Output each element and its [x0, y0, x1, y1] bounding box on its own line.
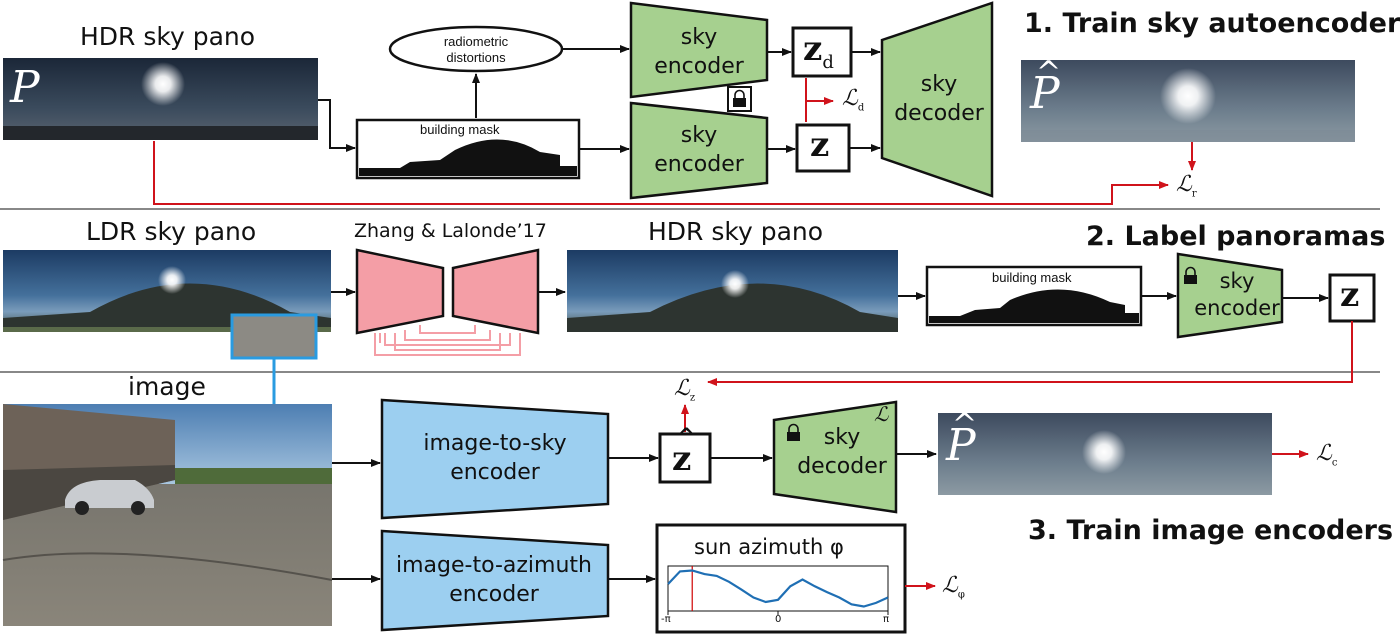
azimuth-plot-marks	[667, 566, 889, 615]
sky-encoder-top	[629, 1, 769, 99]
hdr-sky-pano-label-1: HDR sky pano	[80, 22, 256, 51]
predicted-pano	[938, 413, 1272, 495]
image-to-azimuth-encoder	[380, 529, 610, 632]
sky-decoder	[880, 1, 994, 198]
z-label-latent: z	[1340, 275, 1360, 315]
image-label: image	[128, 372, 206, 401]
P-hat-caret: ^	[1036, 55, 1062, 90]
z-hat-box	[658, 432, 712, 484]
azimuth-tick-right: π	[883, 614, 890, 625]
loss-c: ℒc	[1316, 441, 1338, 469]
lock-icon	[1184, 266, 1197, 284]
sky-encoder-bottom-label: sky encoder	[654, 123, 744, 177]
loss-arrows-section-3	[681, 404, 1309, 590]
radiometric-distortions-label: radiometric distortions	[443, 34, 509, 65]
loss-z: ℒz	[674, 376, 696, 404]
hdr-pano-output	[567, 250, 898, 332]
sky-encoder-label	[1176, 252, 1284, 339]
arrows-section-3	[332, 450, 937, 583]
decoder-corner-symbol: ℒ	[874, 402, 889, 426]
arrows-section-2	[331, 288, 1329, 302]
building-mask-2	[925, 265, 1143, 327]
image-to-sky-encoder	[380, 398, 610, 520]
z-hat-caret: ^	[677, 424, 696, 450]
sky-decoder-2	[772, 400, 898, 514]
azimuth-series-line-0	[667, 569, 889, 608]
section-1-title: 1. Train sky autoencoder	[1024, 8, 1400, 39]
hdr-sky-pano-label-2: HDR sky pano	[648, 217, 824, 246]
lock-icon	[787, 423, 800, 441]
P-hat-caret-2: ^	[952, 407, 978, 442]
section-2-title: 2. Label panoramas	[1086, 221, 1386, 252]
loss-phi: ℒφ	[942, 573, 965, 601]
zhang-lalonde-label: Zhang & Lalonde’17	[354, 220, 547, 242]
P-label: P	[10, 62, 40, 113]
P-hat-label: P	[1030, 68, 1060, 119]
sky-decoder-label: sky decoder	[894, 72, 984, 126]
azimuth-plot-frame	[655, 523, 907, 634]
ldr-sky-pano-label: LDR sky pano	[86, 217, 257, 246]
z-label-loss-arrow	[707, 321, 1353, 386]
image-crop-highlight	[230, 313, 318, 360]
P-hat-label-2: P	[946, 420, 976, 471]
image-to-azimuth-label: image-to-azimuth encoder	[396, 553, 592, 607]
arrows-section-1	[318, 45, 881, 153]
azimuth-plot-title: sun azimuth φ	[694, 535, 844, 559]
sky-decoder-2-label: sky decoder	[797, 425, 887, 479]
image-to-sky-label: image-to-sky encoder	[423, 431, 567, 485]
z-label-box	[1328, 273, 1376, 323]
azimuth-tick-mid: 0	[775, 614, 782, 625]
z-hat-latent: z	[672, 439, 692, 479]
sky-encoder-top-label: sky encoder	[654, 25, 744, 79]
input-image	[2, 404, 333, 626]
z-box	[795, 123, 851, 173]
loss-r: ℒr	[1176, 172, 1197, 200]
building-mask-label-2: building mask	[992, 270, 1072, 285]
radiometric-ellipse	[388, 25, 564, 73]
building-mask-1	[355, 118, 581, 180]
lock-icon	[727, 86, 752, 112]
sky-encoder-label-net: sky encoder	[1194, 269, 1280, 321]
azimuth-tick-left: -π	[661, 614, 671, 625]
building-mask-label-1: building mask	[420, 122, 500, 137]
z-latent: z	[810, 125, 830, 165]
sky-encoder-bottom	[629, 101, 769, 200]
zhang-lalonde-network	[355, 248, 540, 356]
reconstructed-pano	[1021, 60, 1355, 142]
section-3-title: 3. Train image encoders	[1028, 515, 1394, 546]
loss-d: ℒd	[842, 86, 865, 114]
loss-arrows-section-1	[153, 78, 1196, 205]
zd-latent: zd	[803, 29, 834, 73]
hdr-pano-input	[3, 58, 318, 140]
